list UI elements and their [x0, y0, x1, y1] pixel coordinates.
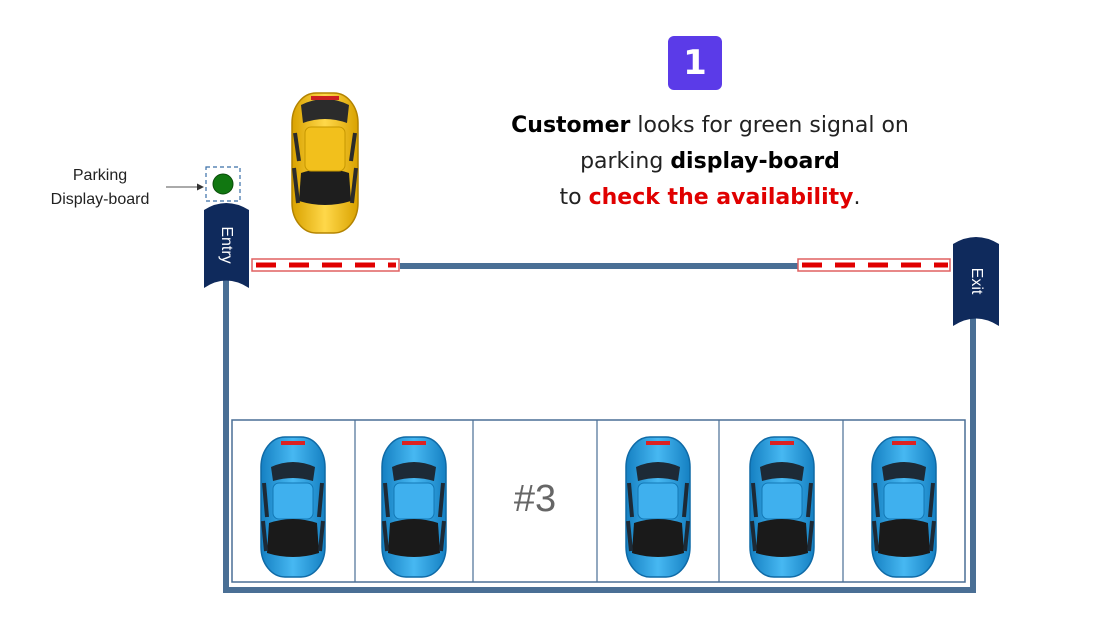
exit-barrier: [797, 258, 951, 272]
parking-slots: [231, 419, 966, 583]
entry-label: Entry: [218, 226, 235, 264]
parked-car-icon: [260, 436, 326, 578]
step-number-badge: 1: [668, 36, 722, 90]
step-caption: Customer looks for green signal on parki…: [460, 108, 960, 216]
lot-outline: [223, 268, 976, 593]
exit-label: Exit: [968, 267, 985, 295]
caption-line3-post: .: [853, 185, 861, 210]
caption-line-3: to check the availability.: [460, 180, 960, 216]
display-board-label-line2: Display-board: [50, 191, 150, 208]
exit-gate: [953, 237, 999, 326]
caption-display-board: display-board: [670, 149, 840, 174]
caption-line-1: Customer looks for green signal on: [460, 108, 960, 144]
caption-line-2: parking display-board: [460, 144, 960, 180]
parked-car-icon: [625, 436, 691, 578]
caption-check-availability: check the availability: [588, 185, 854, 210]
lot-boundary: [223, 263, 976, 593]
green-signal-icon: [212, 173, 234, 195]
display-board-pointer: [166, 183, 204, 191]
caption-line3-pre: to: [559, 185, 589, 210]
caption-customer: Customer: [511, 113, 631, 138]
parked-car-icon: [871, 436, 937, 578]
caption-line2-pre: parking: [580, 149, 671, 174]
display-board: [205, 166, 241, 202]
parked-car-icon: [749, 436, 815, 578]
parked-car-icon: [381, 436, 447, 578]
caption-line1-rest: looks for green signal on: [630, 113, 909, 138]
empty-slot-label: #3: [513, 478, 557, 520]
arriving-car-icon: [291, 92, 359, 234]
display-board-label-line1: Parking: [72, 167, 128, 184]
display-board-label: Parking Display-board: [30, 164, 170, 212]
entry-barrier: [251, 258, 400, 272]
entry-gate: [204, 203, 249, 288]
